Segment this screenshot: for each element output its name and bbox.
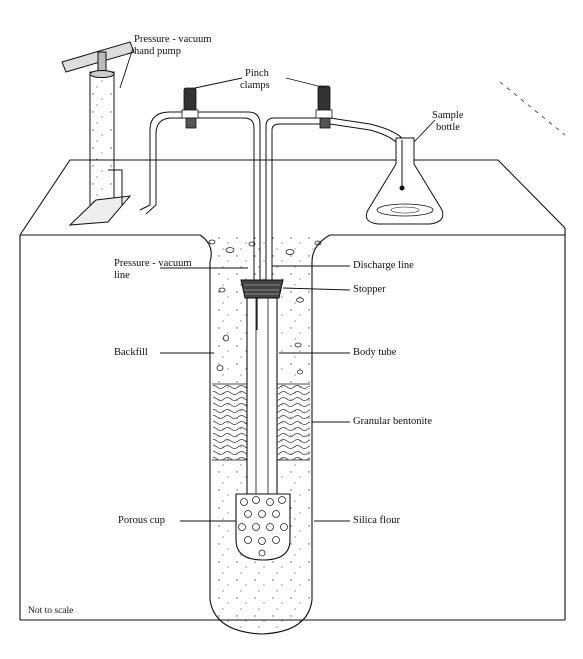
- body-tube: [246, 297, 278, 495]
- label-silica: Silica flour: [353, 515, 400, 526]
- label-bentonite: Granular bentonite: [353, 416, 433, 427]
- label-pressure-line-1: Pressure - vacuum: [114, 258, 192, 269]
- stopper: [240, 279, 284, 330]
- hand-pump: [61, 41, 135, 226]
- label-pressure-line-2: line: [114, 270, 130, 281]
- label-backfill: Backfill: [114, 347, 148, 358]
- pinch-clamp-left: [181, 87, 199, 129]
- leader-lines: [119, 47, 436, 522]
- label-pump-1: Pressure - vacuum: [134, 34, 212, 45]
- label-bottle-2: bottle: [436, 122, 460, 133]
- label-scale-note: Not to scale: [28, 606, 74, 616]
- label-clamps-1: Pinch: [245, 68, 269, 79]
- label-stopper: Stopper: [353, 284, 386, 295]
- label-clamps-2: clamps: [240, 80, 270, 91]
- label-pump-2: hand pump: [134, 46, 181, 57]
- sample-bottle: [365, 137, 444, 225]
- label-body-tube: Body tube: [353, 347, 397, 358]
- porous-cup: [235, 493, 291, 561]
- tubing: [139, 111, 405, 280]
- label-bottle-1: Sample: [432, 110, 464, 121]
- label-discharge: Discharge line: [353, 260, 414, 271]
- label-porous-cup: Porous cup: [118, 515, 165, 526]
- pinch-clamp-right: [315, 85, 333, 129]
